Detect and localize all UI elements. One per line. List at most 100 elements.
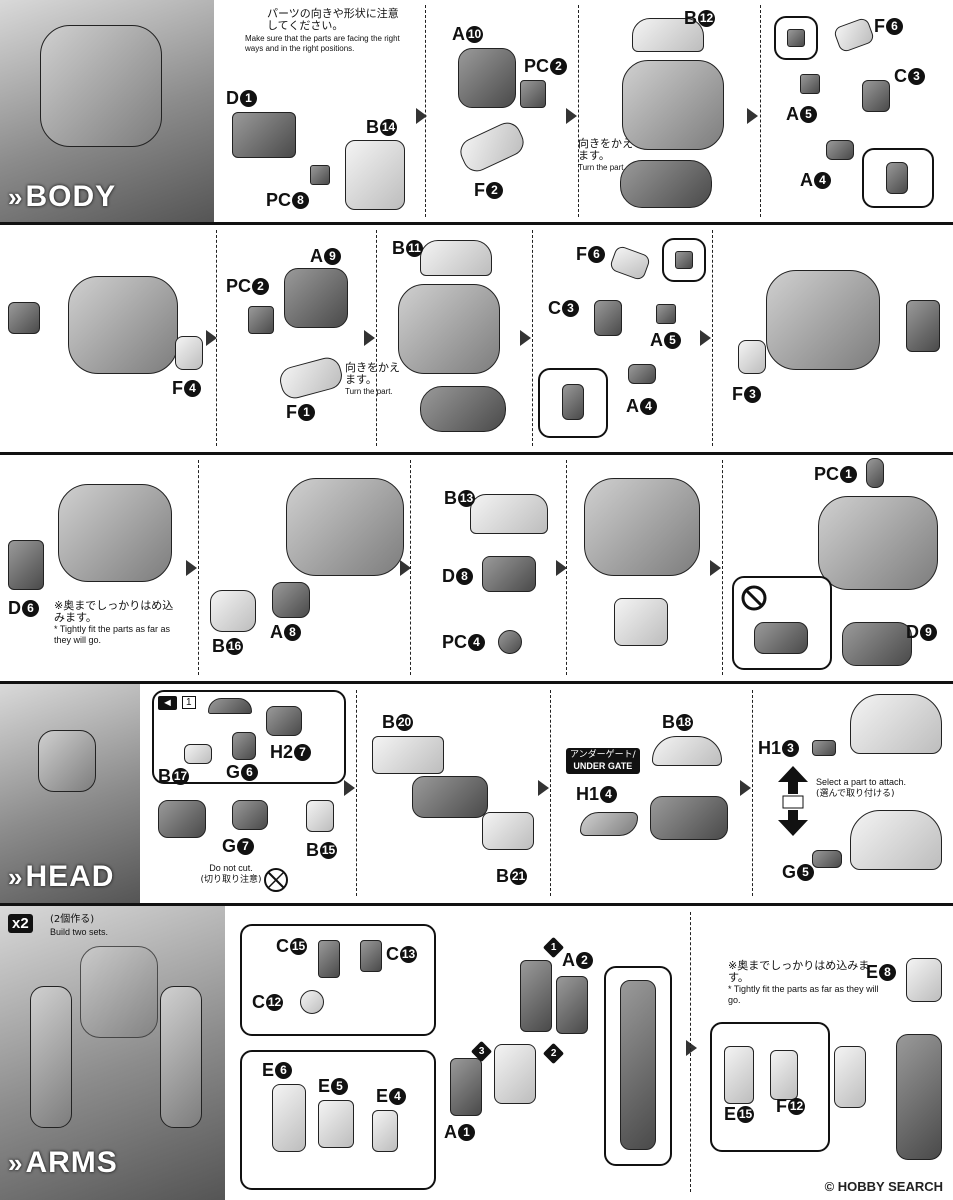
part-b13 xyxy=(470,494,548,534)
build-two-notice: (2個作る) Build two sets. xyxy=(50,914,130,938)
step-arrow xyxy=(520,330,531,346)
part-a4 xyxy=(826,140,854,160)
divider xyxy=(356,690,357,896)
part-f4-left-detail xyxy=(8,302,40,334)
part-g6 xyxy=(232,732,256,760)
step-arrow xyxy=(364,330,375,346)
watermark-text: HOBBY SEARCH xyxy=(837,1179,943,1194)
body-base xyxy=(420,386,506,432)
divider xyxy=(690,912,691,1192)
part-a8 xyxy=(272,582,310,618)
part-a5 xyxy=(656,304,676,324)
part-e8 xyxy=(906,958,942,1002)
part-d1 xyxy=(232,112,296,158)
tight-fit-notice-en: * Tightly fit the parts as far as they w… xyxy=(54,624,171,645)
part-b11 xyxy=(420,240,492,276)
x2-badge: x2 xyxy=(8,914,33,933)
under-gate-jp: アンダーゲート/ xyxy=(570,750,636,760)
body-section-photo: »BODY xyxy=(0,0,214,222)
part-b17 xyxy=(184,744,212,764)
orientation-notice: パーツの向きや形状に注意してください。 Make sure that the p… xyxy=(245,8,405,54)
step-arrow xyxy=(344,780,355,796)
part-e6 xyxy=(272,1084,306,1152)
head-assembly xyxy=(412,776,488,818)
divider xyxy=(550,690,551,896)
select-part-notice: Select a part to attach. (選んで取り付ける) xyxy=(816,776,936,800)
row-divider xyxy=(0,903,953,906)
tight-fit-notice: ※奥までしっかりはめ込みます。 * Tightly fit the parts … xyxy=(54,600,174,646)
part-a10 xyxy=(458,48,516,108)
divider xyxy=(722,460,723,675)
part-c12 xyxy=(300,990,324,1014)
step-arrow xyxy=(538,780,549,796)
part-c13 xyxy=(360,940,382,972)
row-divider xyxy=(0,222,953,225)
step-number: 1 xyxy=(542,936,565,959)
step-arrow xyxy=(556,560,567,576)
divider xyxy=(216,230,217,446)
head-render xyxy=(38,730,96,792)
body-assembly xyxy=(68,276,178,374)
part-a5-detail xyxy=(787,29,805,47)
part-f3 xyxy=(738,340,766,374)
part-pc4 xyxy=(498,630,522,654)
head-assembly-option-1 xyxy=(850,694,942,754)
tight-fit-notice-jp: ※奥までしっかりはめ込みます。 xyxy=(728,959,870,984)
build-two-en: Build two sets. xyxy=(50,927,109,937)
shield-part xyxy=(834,1046,866,1108)
prohibited-bubble xyxy=(732,576,832,670)
part-f3-right-detail xyxy=(906,300,940,352)
body-assembly xyxy=(58,484,172,582)
part-f6 xyxy=(608,244,652,282)
head-assembly-option-2 xyxy=(850,810,942,870)
part-b18 xyxy=(652,736,722,766)
step-arrow xyxy=(747,108,758,124)
step-arrow xyxy=(566,108,577,124)
turn-notice-en: Turn the part. xyxy=(345,387,393,396)
prohibited-icon xyxy=(741,585,767,611)
part-a4 xyxy=(628,364,656,384)
divider xyxy=(752,690,753,896)
body-assembly xyxy=(818,496,938,590)
part-e15 xyxy=(724,1046,754,1104)
assembled-arm-bubble xyxy=(604,966,672,1166)
part-pc2 xyxy=(248,306,274,334)
part-b15 xyxy=(306,800,334,832)
part-f1 xyxy=(276,354,346,402)
step-arrow xyxy=(700,330,711,346)
section-label-head: »HEAD xyxy=(8,860,115,893)
assembled-arm xyxy=(620,980,656,1150)
detail-bubble xyxy=(538,368,608,438)
body-subassembly xyxy=(622,60,724,150)
step-arrow xyxy=(206,330,217,346)
turn-notice: 向きをかえます。 Turn the part. xyxy=(345,362,405,398)
select-part-en: Select a part to attach. xyxy=(816,777,907,787)
turn-notice: 向きをかえます。 Turn the part. xyxy=(578,138,638,174)
turn-notice-en: Turn the part. xyxy=(578,163,626,172)
body-base xyxy=(620,160,712,208)
forearm-assembly xyxy=(494,1044,536,1104)
divider xyxy=(376,230,377,446)
step-arrow xyxy=(686,1040,697,1056)
arc-part xyxy=(208,698,252,714)
divider xyxy=(410,460,411,675)
no-cut-icon xyxy=(264,868,288,892)
